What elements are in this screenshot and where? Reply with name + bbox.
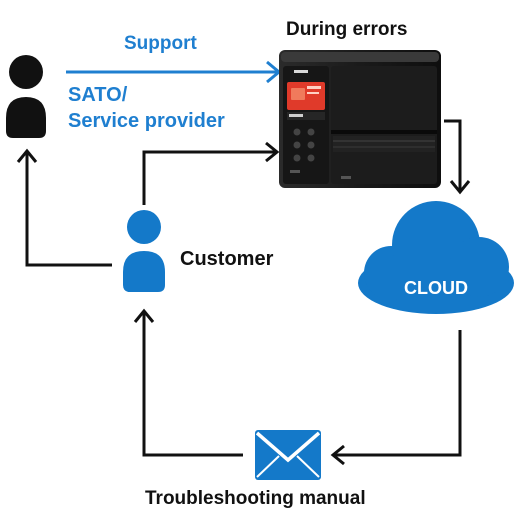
support-label: Support: [124, 33, 197, 54]
customer-to-provider-arrow: [16, 148, 112, 267]
manual-label: Troubleshooting manual: [145, 488, 366, 509]
manual-to-customer-arrow: [133, 308, 243, 457]
envelope-icon: [255, 430, 321, 480]
cloud-to-manual-arrow: [330, 330, 462, 466]
customer-person-icon: [123, 210, 165, 292]
support-arrow: [66, 60, 282, 84]
customer-to-printer-arrow: [142, 141, 280, 205]
provider-label-line1: SATO/: [68, 84, 128, 106]
printer-to-cloud-arrow: [444, 119, 471, 195]
customer-label: Customer: [180, 248, 274, 270]
provider-person-icon: [6, 55, 46, 138]
cloud-icon: [358, 201, 514, 314]
label-printer-image: [279, 50, 441, 188]
provider-label-line2: Service provider: [68, 110, 225, 132]
cloud-label: CLOUD: [404, 278, 468, 298]
provider-label: SATO/ Service provider: [68, 82, 225, 134]
during-errors-label: During errors: [286, 19, 408, 40]
